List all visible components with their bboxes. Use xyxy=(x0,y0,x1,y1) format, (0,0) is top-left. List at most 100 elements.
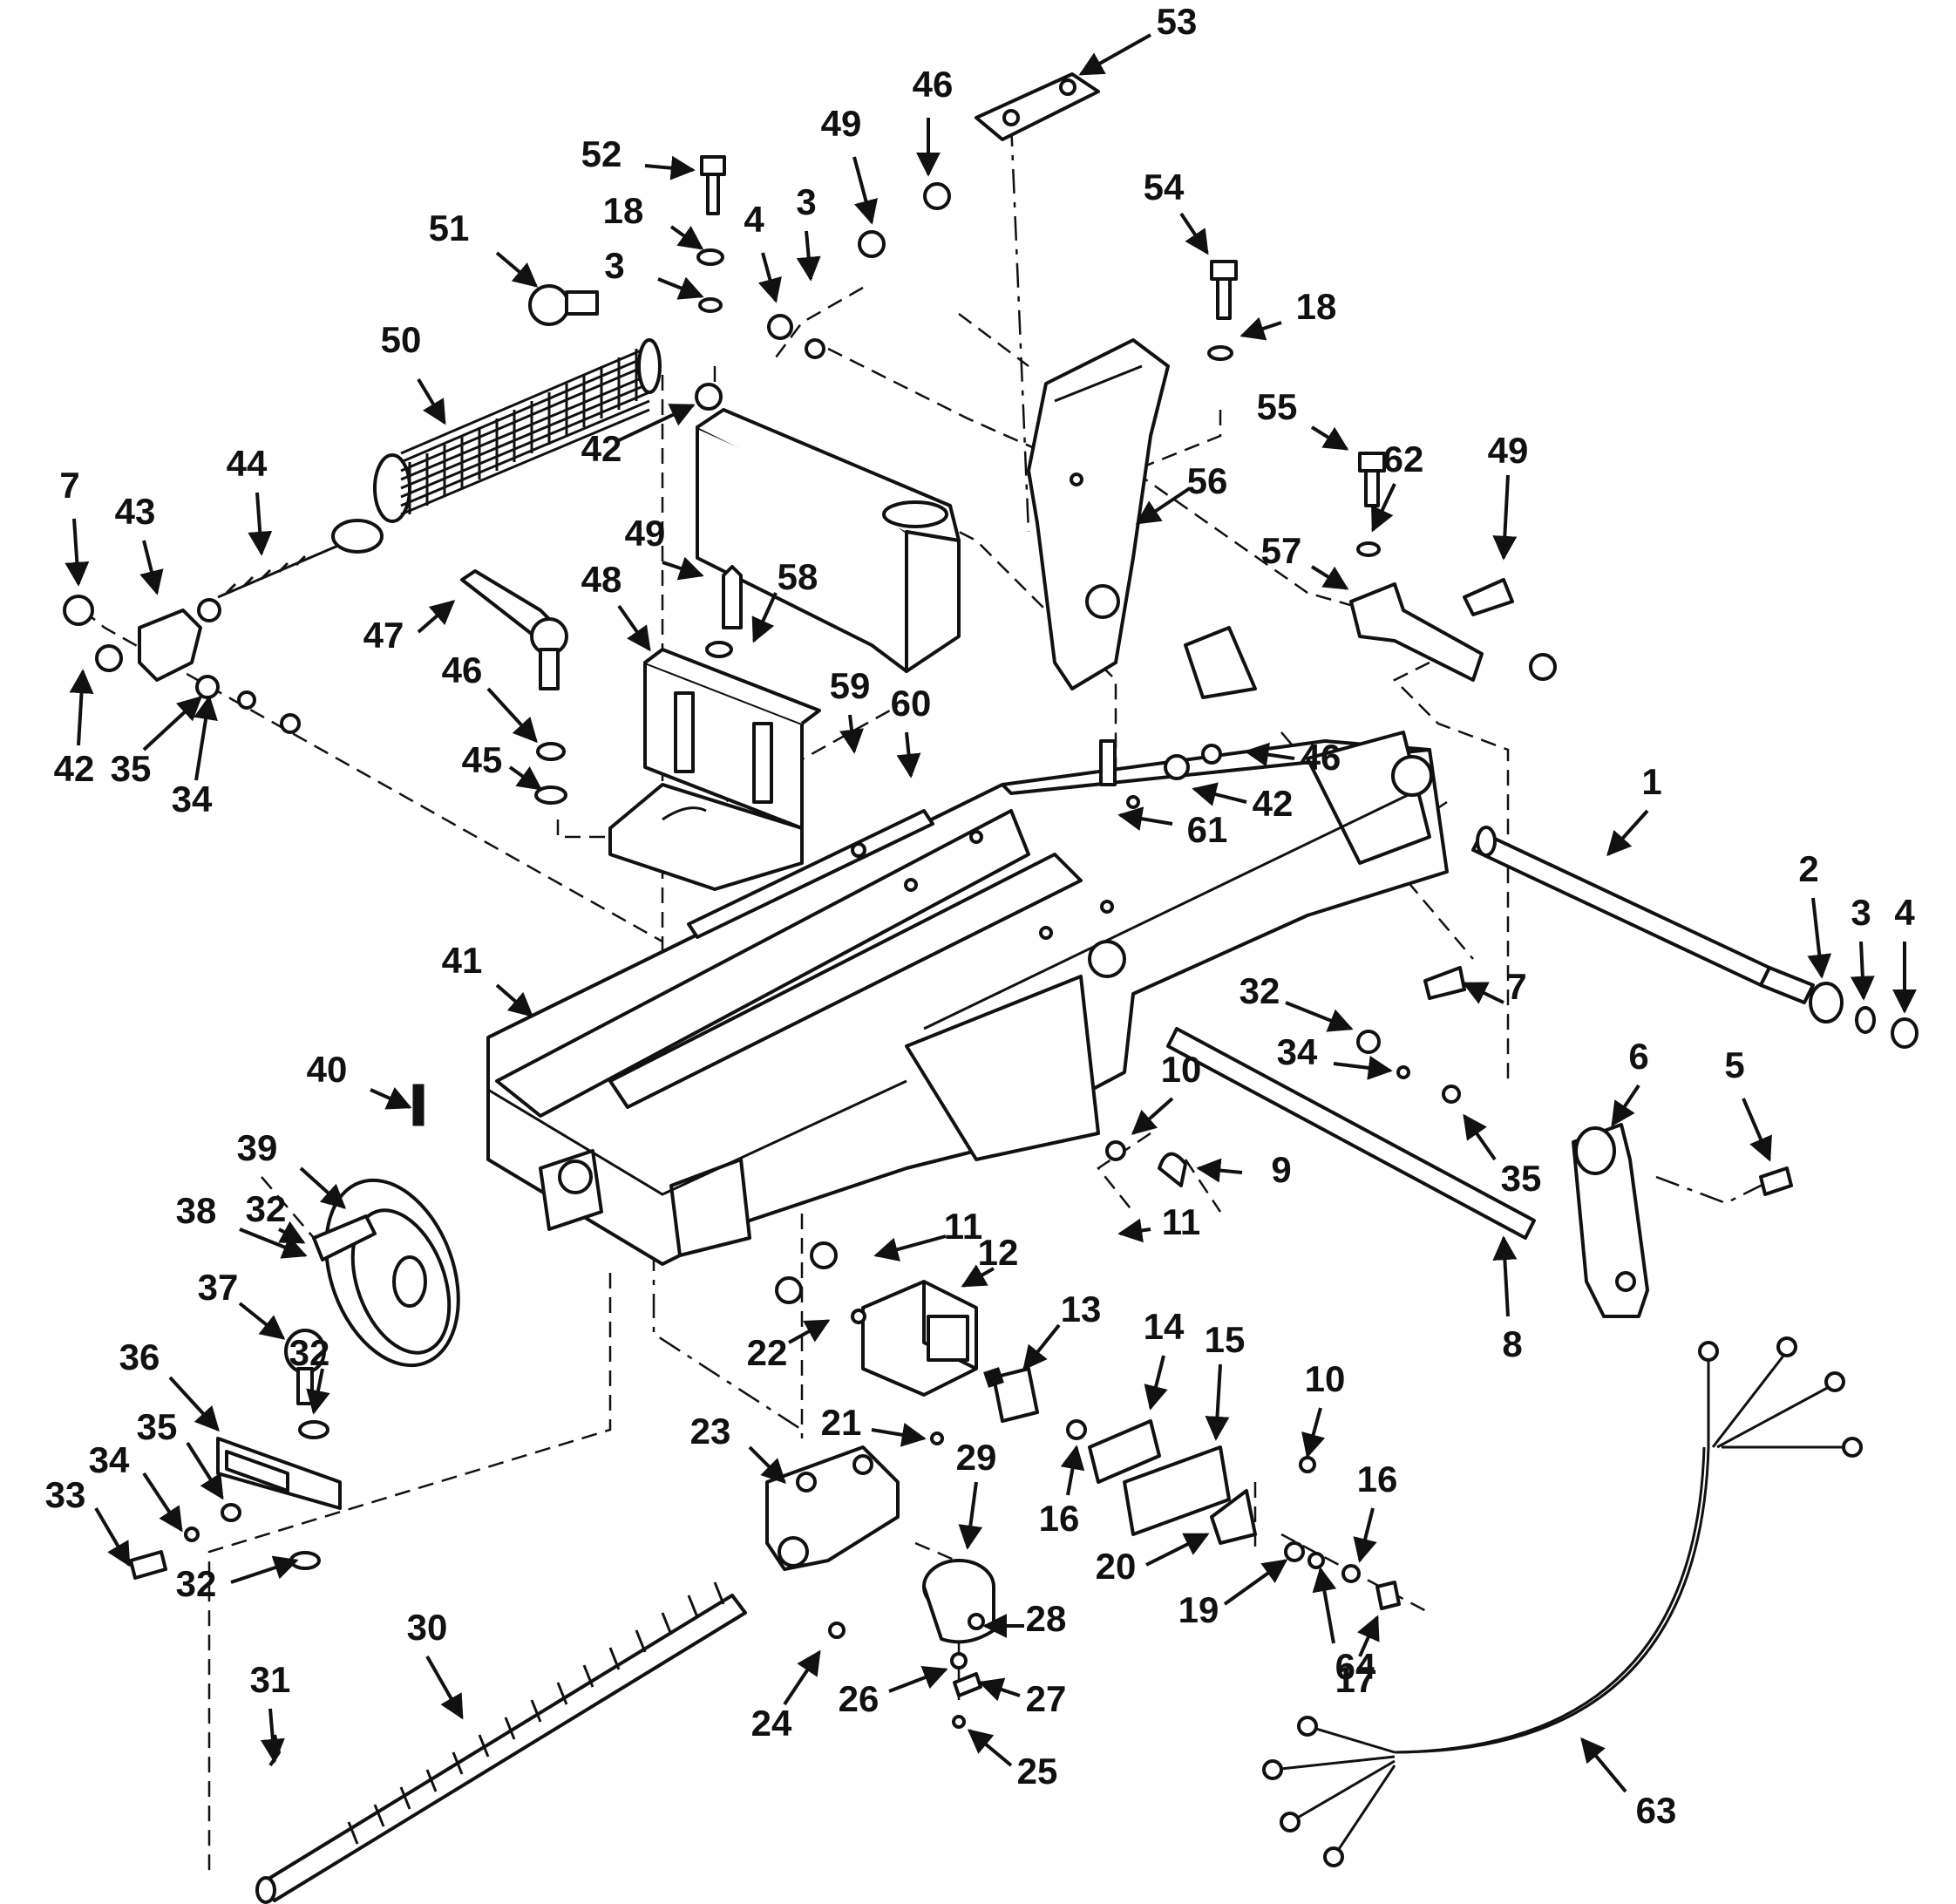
callout-3: 3 xyxy=(1850,892,1875,1001)
callout-label: 31 xyxy=(250,1659,291,1700)
callout-leader xyxy=(260,1708,285,1764)
callout-leader xyxy=(486,687,538,744)
callout-label: 57 xyxy=(1261,530,1302,571)
callout-leader xyxy=(873,1234,947,1261)
callout-leader xyxy=(370,1086,412,1110)
callout-leader xyxy=(1196,1158,1243,1183)
callout-label: 3 xyxy=(604,245,624,286)
callout-leader xyxy=(278,1221,306,1244)
callout-16: 16 xyxy=(1353,1459,1397,1563)
callout-leader xyxy=(967,1729,1013,1767)
callout-label: 4 xyxy=(1894,892,1915,933)
callout-label: 14 xyxy=(1144,1306,1185,1347)
callout-leader xyxy=(495,983,534,1017)
callout-label: 25 xyxy=(1017,1751,1058,1792)
callout-leader xyxy=(958,1481,983,1550)
nut-4 xyxy=(1891,1017,1919,1049)
callout-49: 49 xyxy=(1488,430,1528,561)
callout-label: 35 xyxy=(1501,1158,1542,1199)
callout-leader xyxy=(839,714,864,754)
callout-leader xyxy=(1580,1737,1627,1793)
callout-label: 42 xyxy=(1253,783,1294,824)
callout-47: 47 xyxy=(363,600,456,656)
callout-leader xyxy=(65,518,90,587)
callout-label: 10 xyxy=(1161,1049,1202,1090)
callout-21: 21 xyxy=(821,1402,927,1447)
callout-label: 60 xyxy=(891,683,932,724)
callout-label: 42 xyxy=(54,748,95,789)
callout-leader xyxy=(1179,212,1209,255)
lever-arm xyxy=(1572,1123,1649,1318)
callout-11: 11 xyxy=(1117,1201,1200,1243)
callout-label: 46 xyxy=(1301,737,1341,778)
callout-label: 36 xyxy=(119,1336,160,1377)
callout-leader xyxy=(1356,1615,1380,1657)
callout-label: 6 xyxy=(1628,1036,1648,1077)
callout-leader xyxy=(168,1376,220,1432)
callout-49: 49 xyxy=(625,513,704,581)
callout-label: 59 xyxy=(830,665,871,706)
callout-35: 35 xyxy=(111,696,203,789)
callout-33: 33 xyxy=(45,1474,131,1567)
callout-leader xyxy=(961,1264,995,1288)
callout-label: 27 xyxy=(1026,1678,1067,1719)
callout-label: 9 xyxy=(1271,1149,1291,1190)
callout-51: 51 xyxy=(429,207,539,288)
vise-jaw-upper xyxy=(696,408,961,673)
callout-label: 46 xyxy=(442,649,483,690)
bracket-57 xyxy=(1349,582,1484,682)
callout-leader xyxy=(751,592,778,643)
callout-label: 52 xyxy=(581,133,622,174)
callout-label: 34 xyxy=(89,1439,130,1480)
callout-label: 64 xyxy=(1335,1646,1376,1687)
callout-leader xyxy=(238,1302,286,1340)
callout-label: 34 xyxy=(1277,1031,1318,1072)
callout-label: 12 xyxy=(978,1232,1019,1273)
small-hardware xyxy=(63,155,1793,1767)
callout-leader xyxy=(1333,1056,1393,1080)
callout-label: 47 xyxy=(363,615,404,656)
callout-leader xyxy=(1144,1355,1168,1411)
callout-34: 34 xyxy=(172,695,218,819)
callout-leader xyxy=(1463,1113,1497,1161)
callout-43: 43 xyxy=(115,491,164,595)
callout-label: 26 xyxy=(839,1678,880,1719)
callout-11: 11 xyxy=(873,1206,982,1261)
callout-42: 42 xyxy=(1192,782,1294,824)
callout-label: 34 xyxy=(172,779,213,819)
callout-label: 4 xyxy=(744,199,764,240)
callout-leader xyxy=(94,1506,131,1567)
callout-46: 46 xyxy=(1244,737,1341,778)
callout-label: 62 xyxy=(1383,439,1424,479)
gib-strip xyxy=(687,809,934,939)
callout-53: 53 xyxy=(1078,1,1197,76)
cover-14 xyxy=(1088,1419,1161,1484)
callout-leader xyxy=(1353,1507,1377,1563)
callout-23: 23 xyxy=(690,1411,786,1484)
callout-label: 23 xyxy=(690,1411,731,1452)
nut-block xyxy=(765,1445,900,1571)
callout-45: 45 xyxy=(462,739,543,791)
callout-label: 41 xyxy=(442,940,483,981)
set-screw-40 xyxy=(412,1084,424,1126)
callout-34: 34 xyxy=(89,1439,183,1533)
callout-5: 5 xyxy=(1724,1044,1772,1162)
callout-label: 13 xyxy=(1061,1289,1102,1329)
callout-label: 61 xyxy=(1187,809,1228,850)
power-cable xyxy=(1262,1336,1863,1867)
callout-2: 2 xyxy=(1798,848,1832,979)
callout-37: 37 xyxy=(198,1267,286,1340)
callout-15: 15 xyxy=(1205,1319,1245,1441)
callout-34: 34 xyxy=(1277,1031,1393,1080)
callout-label: 46 xyxy=(913,64,954,105)
callout-label: 58 xyxy=(778,556,818,597)
switch xyxy=(983,1367,1039,1423)
callout-label: 37 xyxy=(198,1267,239,1308)
callout-10: 10 xyxy=(1131,1049,1202,1135)
callout-leader xyxy=(617,604,651,652)
callout-label: 55 xyxy=(1257,386,1298,427)
switch-box xyxy=(861,1280,978,1397)
callout-label: 20 xyxy=(1096,1546,1137,1587)
callout-10: 10 xyxy=(1301,1358,1345,1459)
